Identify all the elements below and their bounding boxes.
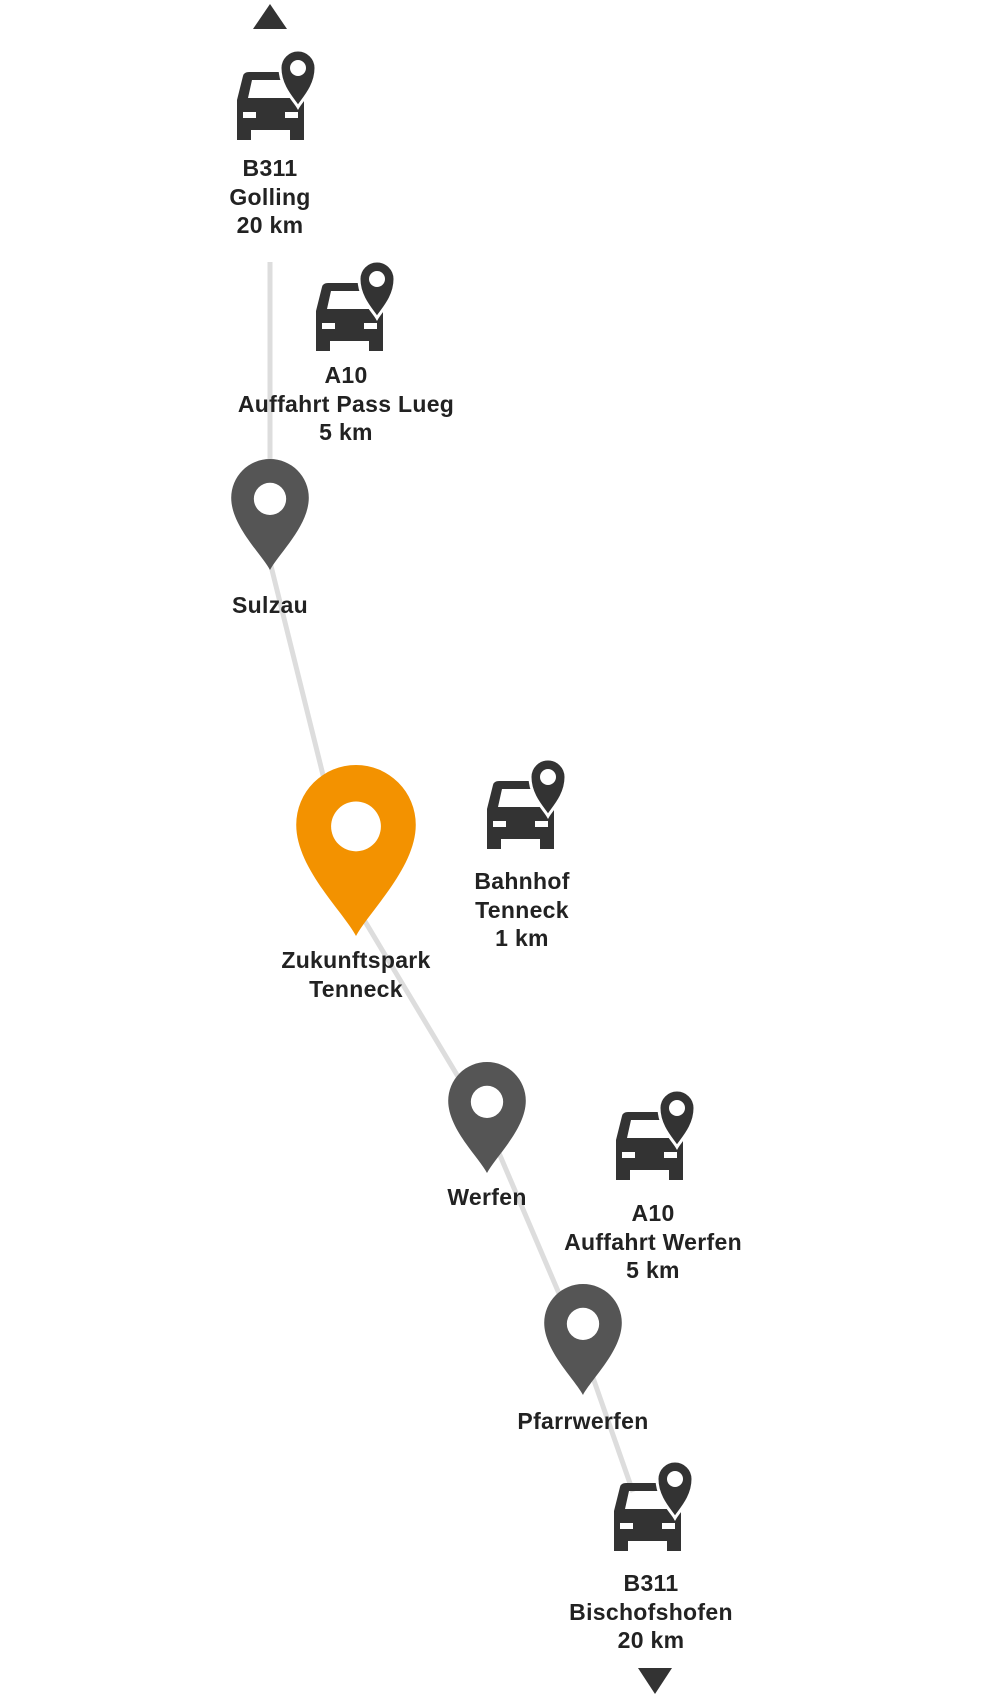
stop-label-werfen: Werfen <box>447 1183 526 1212</box>
place-name: Zukunftspark <box>281 947 431 973</box>
distance: 5 km <box>319 419 373 445</box>
distance: 5 km <box>626 1257 680 1283</box>
place-name: Werfen <box>447 1184 527 1210</box>
highlight-map-pin-icon <box>296 765 416 936</box>
place-name: Tenneck <box>309 975 403 1002</box>
place-name: Sulzau <box>232 592 308 618</box>
road-name: B311 <box>623 1570 679 1596</box>
car-location-icon <box>614 1461 694 1551</box>
distance: 1 km <box>495 925 549 951</box>
map-pin-icon <box>544 1284 622 1395</box>
stop-label-a10-werfen: A10 Auffahrt Werfen 5 km <box>564 1199 742 1285</box>
road-name: B311 <box>242 155 298 181</box>
stop-label-pfarrwerfen: Pfarrwerfen <box>517 1407 648 1436</box>
place-name: Tenneck <box>475 896 569 923</box>
road-name: A10 <box>631 1200 675 1226</box>
stop-label-b311-golling: B311 Golling 20 km <box>229 154 310 240</box>
car-location-icon <box>316 261 396 351</box>
stop-label-b311-bischofshofen: B311 Bischofshofen 20 km <box>569 1569 733 1655</box>
car-location-icon <box>616 1090 696 1180</box>
triangle-down-icon <box>638 1668 672 1694</box>
stop-label-a10-pass-lueg: A10 Auffahrt Pass Lueg 5 km <box>238 361 454 447</box>
distance: 20 km <box>617 1627 685 1653</box>
place-name: Auffahrt Pass Lueg <box>237 390 455 417</box>
place-name: Auffahrt Werfen <box>564 1228 742 1255</box>
stop-label-zukunftspark-tenneck: Zukunftspark Tenneck <box>281 946 430 1003</box>
map-pin-icon <box>448 1062 526 1173</box>
map-pin-icon <box>231 459 309 570</box>
road-name: A10 <box>324 362 368 388</box>
stop-label-bahnhof-tenneck: Bahnhof Tenneck 1 km <box>474 867 569 953</box>
car-location-icon <box>487 759 567 849</box>
place-name: Pfarrwerfen <box>517 1408 649 1434</box>
place-name: Golling <box>229 183 311 210</box>
car-location-icon <box>237 50 317 140</box>
place-name: Bischofshofen <box>569 1598 733 1625</box>
stop-label-sulzau: Sulzau <box>232 591 308 620</box>
distance: 20 km <box>236 212 304 238</box>
place-name: Bahnhof <box>474 868 570 894</box>
triangle-up-icon <box>253 4 287 29</box>
